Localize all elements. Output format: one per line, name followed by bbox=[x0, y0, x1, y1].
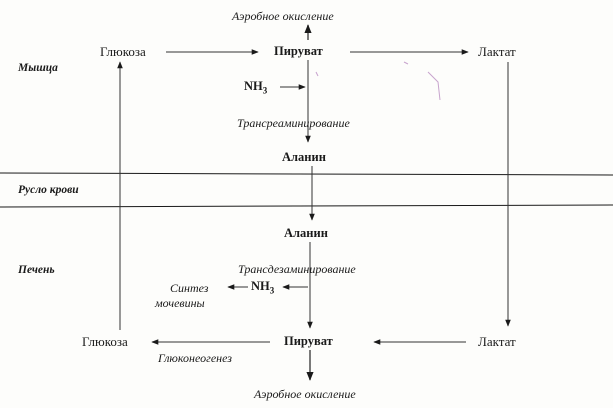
separator-blood-liver bbox=[0, 204, 613, 208]
lactate-muscle: Лактат bbox=[478, 44, 516, 59]
nh3-muscle: NH3 bbox=[244, 79, 268, 96]
transdeamination-label: Трансдезаминирование bbox=[238, 262, 356, 276]
nh3-liver: NH3 bbox=[251, 279, 275, 296]
lactate-liver: Лактат bbox=[478, 334, 516, 349]
alanine-liver: Аланин bbox=[284, 226, 328, 240]
zone-label-liver: Печень bbox=[18, 264, 55, 276]
glucose-liver: Глюкоза bbox=[82, 334, 128, 349]
zone-label-blood: Русло крови bbox=[18, 184, 79, 196]
alanine-muscle: Аланин bbox=[282, 150, 326, 164]
aerobic-oxidation-bottom: Аэробное окисление bbox=[254, 387, 356, 401]
gluconeogenesis-label: Глюконеогенез bbox=[158, 351, 232, 365]
glucose-muscle: Глюкоза bbox=[100, 44, 146, 59]
transamination-label: Трансреаминирование bbox=[237, 116, 350, 130]
urea-synthesis-line1: Синтез bbox=[170, 281, 209, 295]
zone-label-muscle: Мышца bbox=[18, 62, 58, 74]
separator-muscle-blood bbox=[0, 172, 613, 176]
stray-marks bbox=[315, 61, 441, 101]
urea-synthesis-line2: мочевины bbox=[155, 296, 205, 310]
pyruvate-liver: Пируват bbox=[284, 334, 333, 348]
aerobic-oxidation-top: Аэробное окисление bbox=[232, 9, 334, 23]
pyruvate-muscle: Пируват bbox=[274, 44, 323, 58]
